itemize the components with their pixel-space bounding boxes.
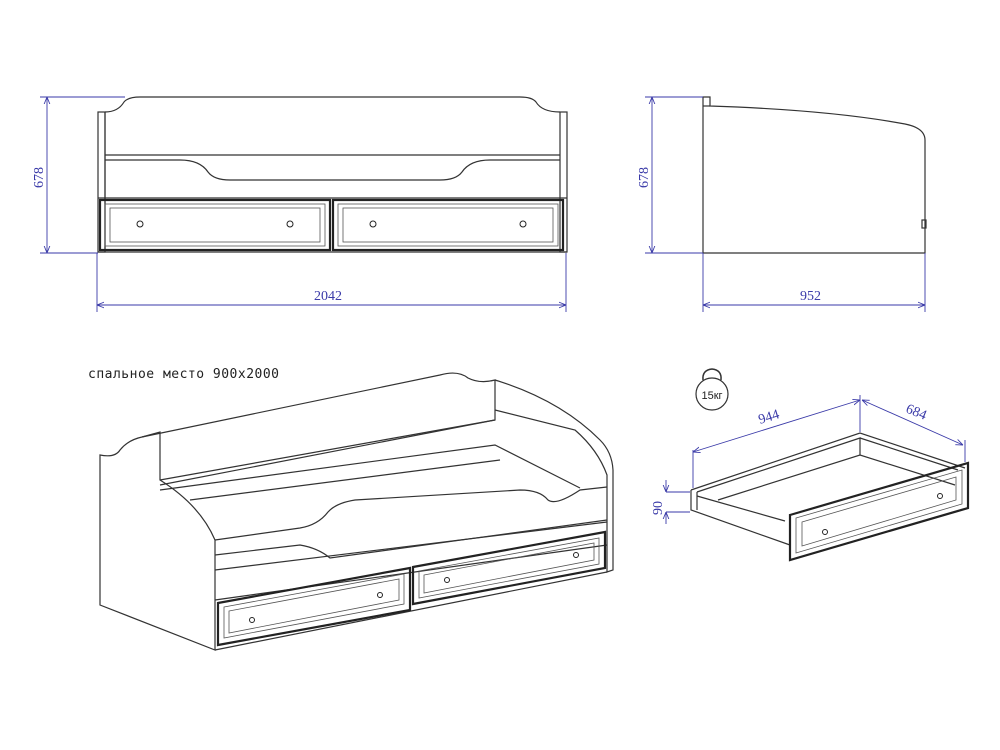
- knob-icon: [377, 592, 383, 598]
- side-depth-label: 952: [800, 289, 821, 304]
- knob-icon: [573, 552, 579, 558]
- drawer-view: 15кг 944 684: [651, 368, 970, 562]
- front-height-label: 678: [32, 167, 47, 188]
- drawer-depth-label: 684: [904, 402, 929, 424]
- knob-icon: [444, 577, 450, 583]
- knob-icon: [822, 529, 828, 535]
- side-height-dimension: 678: [637, 96, 703, 254]
- knob-icon: [249, 617, 255, 623]
- drawer-height-label: 90: [651, 501, 666, 515]
- front-width-label: 2042: [314, 289, 342, 304]
- drawer-front-panel: [788, 461, 970, 562]
- front-drawer-right: [331, 198, 565, 252]
- side-view: 678 952: [637, 96, 927, 312]
- drawer-depth-dimension: 684: [862, 400, 966, 462]
- side-depth-dimension: 952: [702, 253, 926, 312]
- knob-icon: [286, 220, 294, 228]
- iso-drawer-left: [216, 566, 412, 647]
- knob-icon: [369, 220, 377, 228]
- front-drawer-left: [98, 198, 332, 252]
- sleeping-area-caption: спальное место 900x2000: [88, 367, 280, 382]
- knob-icon: [136, 220, 144, 228]
- drawer-length-dimension: 944: [693, 395, 860, 488]
- knob-icon: [937, 493, 943, 499]
- front-height-dimension: 678: [32, 96, 125, 254]
- iso-drawer-right: [411, 530, 607, 606]
- drawer-length-label: 944: [757, 407, 781, 427]
- front-width-dimension: 2042: [96, 253, 567, 312]
- knob-icon: [519, 220, 527, 228]
- side-height-label: 678: [637, 167, 652, 188]
- kettlebell-icon: [702, 368, 722, 381]
- weight-badge: 15кг: [695, 368, 729, 411]
- front-view: 678 2042: [32, 96, 568, 312]
- drawer-height-dimension: 90: [651, 480, 690, 524]
- iso-bed-view: спальное место 900x2000: [88, 367, 614, 651]
- weight-label: 15кг: [701, 390, 722, 402]
